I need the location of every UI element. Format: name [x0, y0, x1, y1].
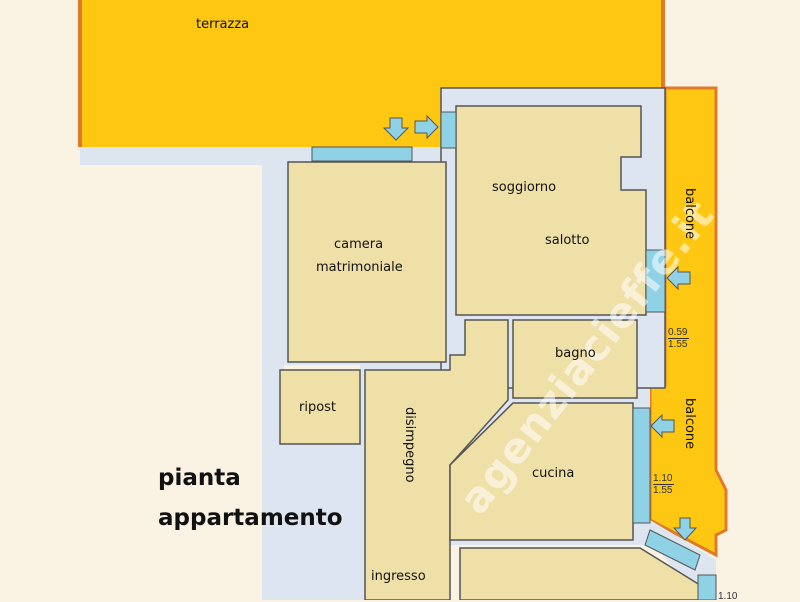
label-disimpegno: disimpegno — [402, 407, 417, 483]
dimension-height: 1.55 — [653, 485, 673, 496]
window — [697, 574, 717, 600]
window-dimension: 1.10 1.55 — [653, 473, 675, 496]
label-ripost: ripost — [299, 400, 337, 415]
label-balcone-upper: balcone — [682, 188, 697, 240]
label-terrazza: terrazza — [196, 17, 250, 32]
window — [440, 111, 457, 149]
label-camera: camera — [334, 237, 384, 252]
label-salotto: salotto — [545, 233, 590, 248]
arrow-down-icon — [672, 517, 698, 541]
room-bagno — [512, 319, 638, 399]
room-soggiorno — [455, 105, 647, 316]
label-bagno: bagno — [555, 346, 596, 361]
room-cucina — [449, 402, 634, 541]
plan-title-line2: appartamento — [158, 505, 343, 531]
label-cucina: cucina — [532, 466, 575, 481]
label-soggiorno: soggiorno — [492, 180, 557, 195]
window — [632, 407, 651, 524]
plan-title-line1: pianta — [158, 465, 241, 491]
label-balcone-lower: balcone — [682, 398, 697, 450]
dimension-width: 1.10 — [653, 473, 675, 485]
room-ripost — [279, 369, 361, 445]
dimension-width: 0.59 — [668, 327, 690, 339]
wall-left-band — [262, 147, 284, 600]
room-disimpegno — [364, 319, 509, 600]
room-camera — [287, 161, 447, 363]
arrow-down-icon — [382, 117, 410, 141]
dimension-width: 1.10 — [718, 591, 738, 602]
window — [644, 529, 701, 571]
arrow-right-icon — [414, 114, 439, 140]
window-dimension: 1.10 — [718, 591, 737, 602]
dimension-height: 1.55 — [668, 339, 688, 350]
arrow-left-icon — [666, 265, 691, 291]
wall-top-band — [80, 147, 312, 165]
window — [645, 249, 666, 313]
window — [311, 146, 413, 162]
arrow-left-icon — [650, 413, 675, 439]
window-dimension: 0.59 1.55 — [668, 327, 690, 350]
label-matrimoniale: matrimoniale — [316, 260, 403, 275]
label-ingresso: ingresso — [371, 569, 426, 584]
